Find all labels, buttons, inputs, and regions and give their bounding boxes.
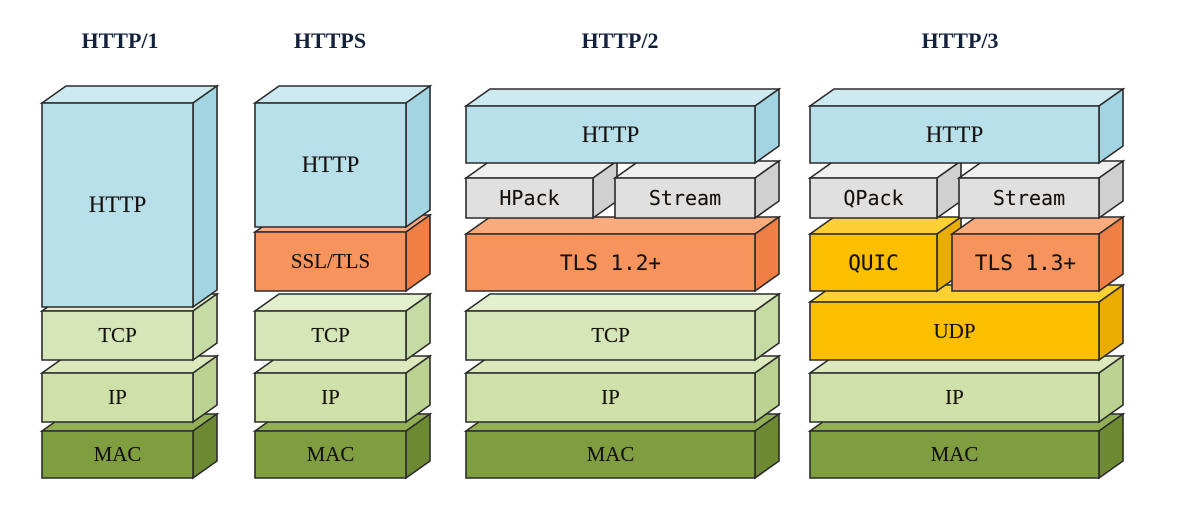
block-front-face: [254, 102, 407, 228]
layer-block-http1-ip: IP: [39, 354, 220, 424]
block-front-face: [254, 231, 407, 292]
layer-block-http2-tls: TLS 1.2+: [463, 215, 782, 293]
block-front-face: [465, 430, 756, 479]
block-top-face: [252, 85, 433, 104]
layer-block-http3-quic: QUIC: [807, 215, 964, 293]
block-front-face: [465, 310, 756, 361]
block-front-face: [614, 177, 756, 219]
layer-block-http3-qpack: QPack: [807, 159, 964, 220]
block-front-face: [465, 105, 756, 164]
block-front-face: [951, 233, 1100, 292]
block-front-face: [465, 372, 756, 423]
block-front-face: [41, 430, 194, 479]
block-front-face: [254, 430, 407, 479]
block-front-face: [254, 310, 407, 361]
layer-block-http1-http: HTTP: [39, 84, 220, 309]
layer-block-http2-stream: Stream: [612, 159, 782, 220]
block-side-face: [405, 84, 431, 229]
block-side-face: [192, 84, 218, 309]
block-top-face: [39, 85, 220, 104]
block-front-face: [809, 430, 1100, 479]
block-front-face: [958, 177, 1100, 219]
block-front-face: [254, 372, 407, 423]
layer-block-https-ip: IP: [252, 354, 433, 424]
block-front-face: [809, 233, 938, 292]
column-title-http1: HTTP/1: [81, 28, 159, 53]
layer-block-http3-ip: IP: [807, 354, 1126, 424]
layer-block-http3-tls: TLS 1.3+: [949, 215, 1126, 293]
block-front-face: [809, 177, 938, 219]
block-front-face: [41, 102, 194, 308]
block-front-face: [465, 177, 594, 219]
layer-block-http2-hpack: HPack: [463, 159, 620, 220]
block-top-face: [463, 293, 782, 312]
layer-block-http3-udp: UDP: [807, 283, 1126, 362]
block-top-face: [463, 88, 782, 107]
layer-block-http2-ip: IP: [463, 354, 782, 424]
column-title-http3: HTTP/3: [921, 28, 999, 53]
block-top-face: [807, 88, 1126, 107]
block-front-face: [809, 301, 1100, 361]
column-title-https: HTTPS: [293, 28, 367, 53]
layer-block-http2-tcp: TCP: [463, 292, 782, 362]
block-top-face: [252, 293, 433, 312]
column-title-http2: HTTP/2: [581, 28, 659, 53]
layer-block-http3-http: HTTP: [807, 87, 1126, 165]
layer-block-https-http: HTTP: [252, 84, 433, 229]
layer-block-http3-stream: Stream: [956, 159, 1126, 220]
layer-block-http2-http: HTTP: [463, 87, 782, 165]
block-front-face: [465, 233, 756, 292]
block-front-face: [41, 372, 194, 423]
block-front-face: [809, 372, 1100, 423]
block-front-face: [41, 310, 194, 361]
block-front-face: [809, 105, 1100, 164]
layer-block-https-tcp: TCP: [252, 292, 433, 362]
